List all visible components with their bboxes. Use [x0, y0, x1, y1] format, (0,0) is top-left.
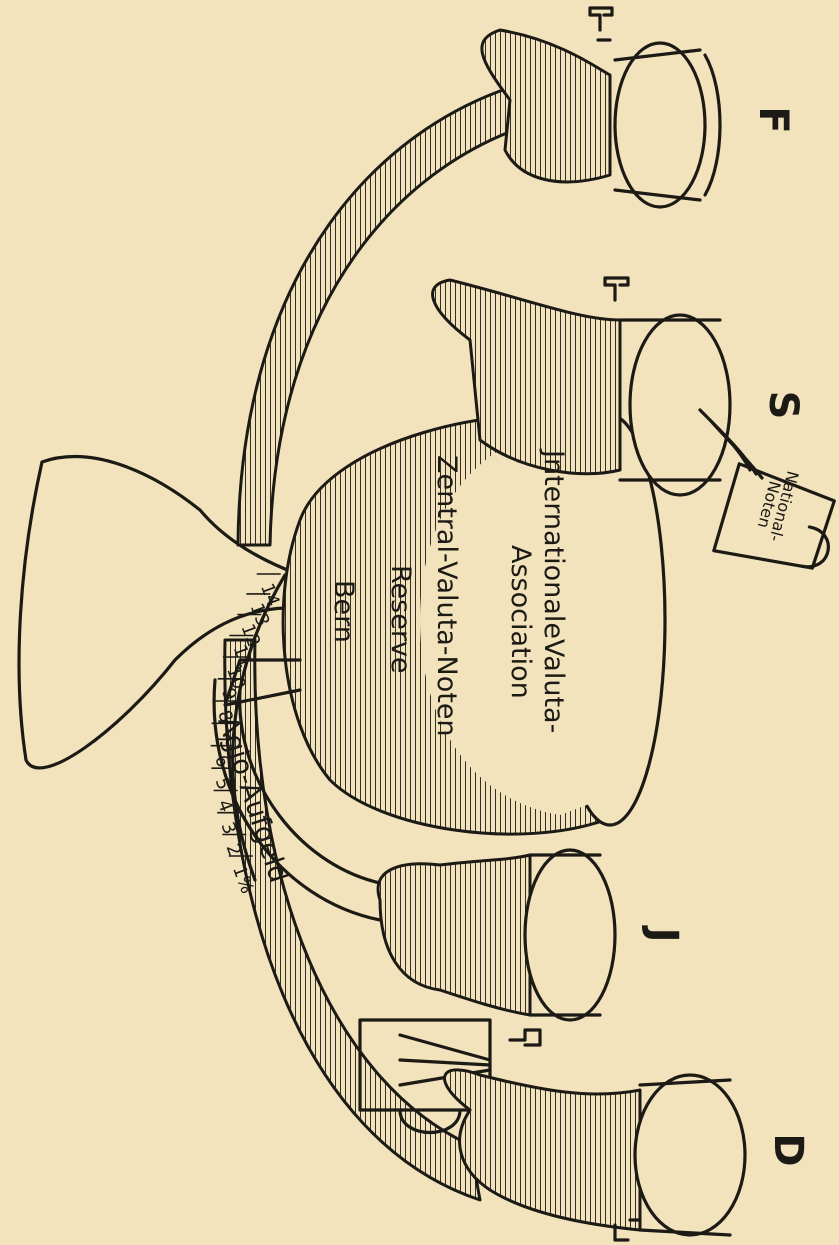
vessel-text-5: Bern — [328, 580, 359, 643]
vessel-text-3: Zentral-Valuta-Noten — [431, 455, 462, 737]
label-f: F — [750, 106, 796, 133]
vessel-text-2: Association — [505, 545, 536, 699]
bottle-d — [445, 1070, 745, 1240]
label-j: J — [640, 925, 686, 943]
vessel-text-4: Reserve — [385, 565, 416, 674]
vessel-text-1: JnternationaleValuta- — [538, 448, 569, 733]
label-d: D — [765, 1133, 811, 1166]
bottle-j — [378, 850, 615, 1020]
label-s: S — [760, 391, 806, 420]
bottle-f — [482, 8, 720, 207]
